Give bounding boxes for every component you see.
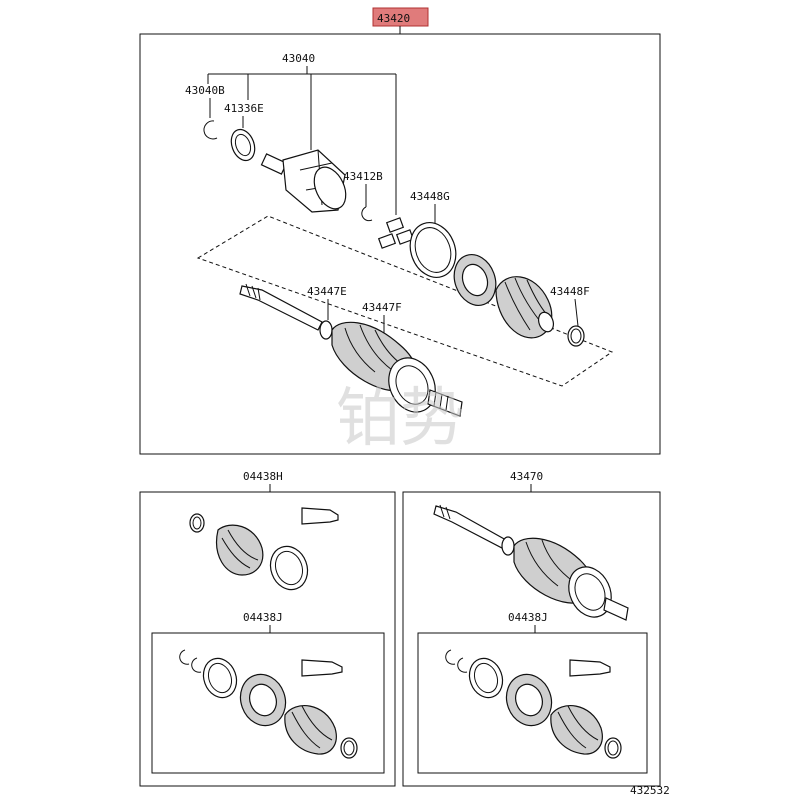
label-43448F[interactable]: 43448F xyxy=(550,285,590,298)
cv-boot-upper xyxy=(495,276,555,339)
inboard-joint-housing xyxy=(260,149,347,213)
dashed-group-outline xyxy=(196,215,614,387)
label-43040B[interactable]: 43040B xyxy=(185,84,225,97)
label-41336E[interactable]: 41336E xyxy=(224,102,264,115)
label-43040[interactable]: 43040 xyxy=(282,52,315,65)
snap-ring-43040B xyxy=(203,120,218,140)
seal-41336E xyxy=(230,128,256,162)
label-43412B[interactable]: 43412B xyxy=(343,170,383,183)
tripod-joint xyxy=(377,217,415,249)
boot-kit-04438H-parts xyxy=(189,507,339,591)
snap-ring-43412B xyxy=(361,206,373,222)
kit-frame-04438H xyxy=(139,491,396,787)
label-43447F[interactable]: 43447F xyxy=(362,301,402,314)
label-43447E[interactable]: 43447E xyxy=(307,285,347,298)
boot-kit-04438J-left-parts xyxy=(179,649,358,759)
boot-kit-04438J-right-parts xyxy=(445,649,622,759)
diagram-code: 432532 xyxy=(630,784,670,797)
label-04438J-left[interactable]: 04438J xyxy=(243,611,283,624)
outboard-joint-assembly xyxy=(433,504,629,621)
label-04438J-right[interactable]: 04438J xyxy=(508,611,548,624)
label-04438H[interactable]: 04438H xyxy=(243,470,283,483)
main-frame xyxy=(139,33,661,455)
label-43448G[interactable]: 43448G xyxy=(410,190,450,203)
kit-frame-04438J-left xyxy=(151,632,385,774)
watermark: 铂势 xyxy=(336,382,464,456)
kit-frame-04438J-right xyxy=(417,632,648,774)
label-43420[interactable]: 43420 xyxy=(377,12,410,25)
kit-frame-43470 xyxy=(402,491,661,787)
drive-shaft-assembly xyxy=(239,283,463,417)
label-43470[interactable]: 43470 xyxy=(510,470,543,483)
